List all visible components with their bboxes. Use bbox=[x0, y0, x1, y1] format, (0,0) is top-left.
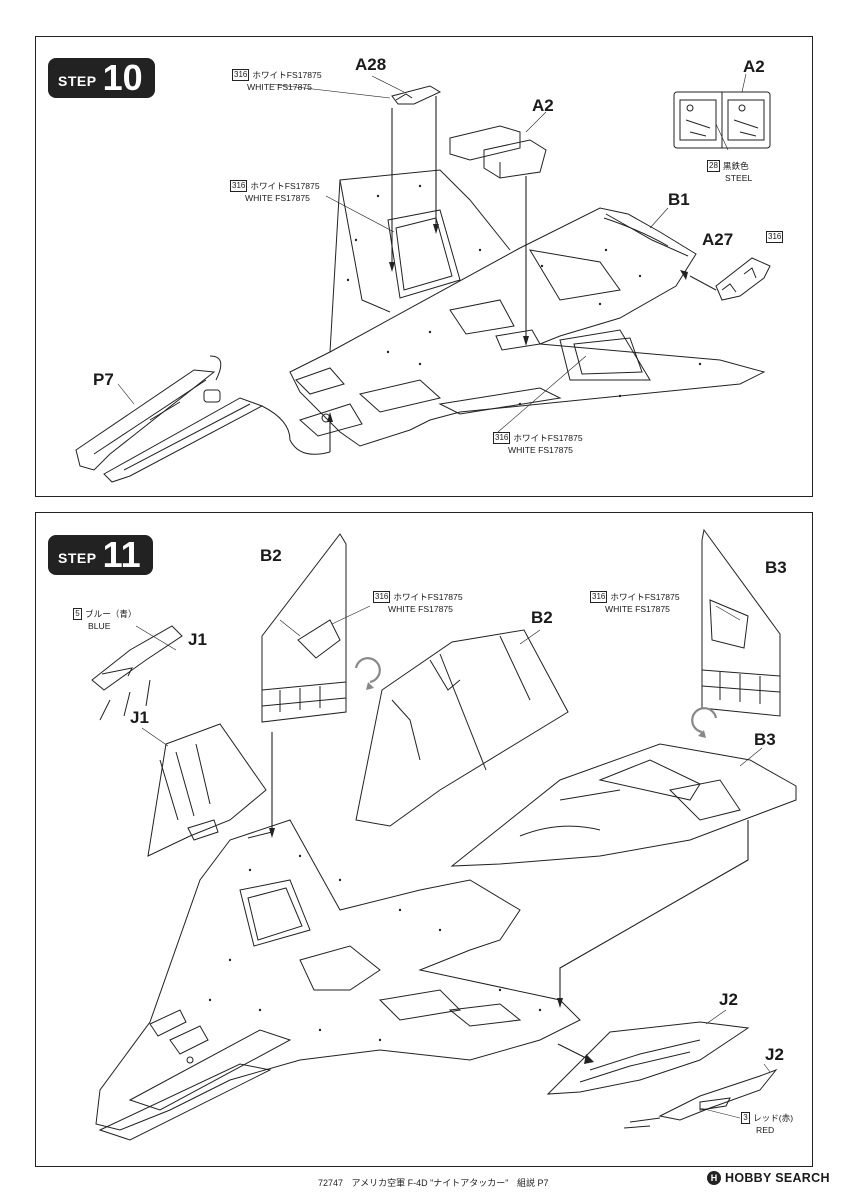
logo-mark: H bbox=[707, 1171, 721, 1185]
step-10-badge: STEP 10 bbox=[48, 58, 155, 98]
paint-number-box: 316 bbox=[230, 180, 248, 192]
paint-number-box: 316 bbox=[373, 591, 391, 603]
label-p7: P7 bbox=[93, 370, 114, 389]
page-footer: 72747 アメリカ空軍 F-4D "ナイトアタッカー" 組説 P7 bbox=[318, 1176, 555, 1189]
label-b2-upper: B2 bbox=[260, 546, 282, 565]
paint-number-box: 5 bbox=[73, 608, 82, 620]
label-b2-main: B2 bbox=[531, 608, 553, 627]
label-a2-inset: A2 bbox=[743, 57, 765, 76]
step-number: 11 bbox=[102, 534, 141, 575]
page-section: 組説 P7 bbox=[517, 1178, 549, 1188]
step-11-panel bbox=[35, 512, 813, 1167]
paint-number-box: 316 bbox=[766, 231, 784, 243]
step-word: STEP bbox=[58, 550, 97, 566]
label-b3-upper: B3 bbox=[765, 558, 787, 577]
hobby-search-logo: H HOBBY SEARCH bbox=[707, 1171, 830, 1185]
label-j1-upper: J1 bbox=[188, 630, 207, 649]
step-number: 10 bbox=[102, 57, 143, 98]
label-a28: A28 bbox=[355, 55, 387, 74]
label-a27: A27 bbox=[702, 230, 734, 249]
label-b1: B1 bbox=[668, 190, 690, 209]
label-j1-main: J1 bbox=[130, 708, 149, 727]
label-j2-main: J2 bbox=[719, 990, 738, 1009]
product-code: 72747 bbox=[318, 1178, 344, 1188]
paint-number-box: 316 bbox=[493, 432, 511, 444]
step-11-badge: STEP 11 bbox=[48, 535, 153, 575]
paint-note-a27: 316 bbox=[766, 231, 786, 243]
label-b3-main: B3 bbox=[754, 730, 776, 749]
paint-number-box: 316 bbox=[232, 69, 250, 81]
label-j2-detail: J2 bbox=[765, 1045, 784, 1064]
logo-text: HOBBY SEARCH bbox=[725, 1171, 830, 1185]
step-word: STEP bbox=[58, 73, 97, 89]
paint-number-box: 316 bbox=[590, 591, 608, 603]
paint-number-box: 28 bbox=[707, 160, 720, 172]
label-a2-main: A2 bbox=[532, 96, 554, 115]
product-title: アメリカ空軍 F-4D "ナイトアタッカー" bbox=[351, 1178, 509, 1188]
step-10-panel bbox=[35, 36, 813, 497]
paint-number-box: 3 bbox=[741, 1112, 750, 1124]
